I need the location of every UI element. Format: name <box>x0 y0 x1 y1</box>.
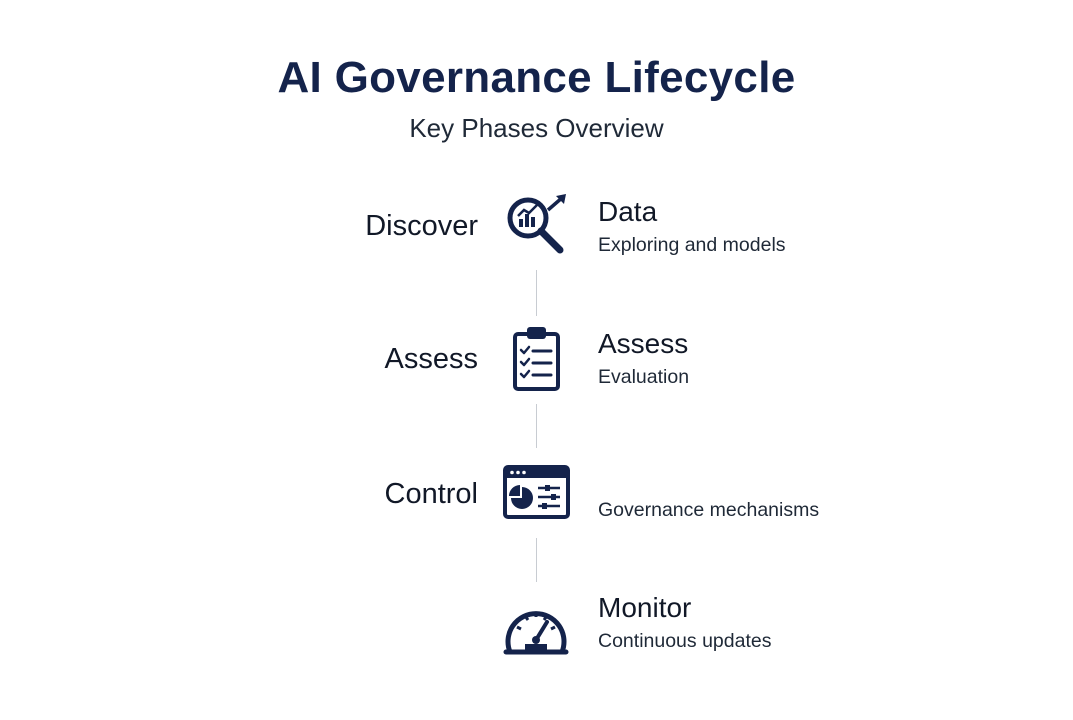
phase-desc-evaluation: Evaluation <box>598 366 690 388</box>
phase-desc-continuous-updates: Continuous updates <box>598 630 772 652</box>
phase-title-data: Data <box>598 196 658 227</box>
phase-left-label-assess: Assess <box>384 343 478 375</box>
clipboard-checklist-icon <box>500 323 572 395</box>
phase-title-monitor: Monitor <box>598 592 692 623</box>
connector-3 <box>536 538 537 582</box>
magnifier-chart-icon <box>500 190 572 262</box>
phase-desc-data: Exploring and models <box>598 234 786 256</box>
page-subtitle: Key Phases Overview <box>409 113 664 143</box>
speedometer-icon <box>500 592 572 664</box>
page-title: AI Governance Lifecycle <box>277 53 796 102</box>
phase-desc-governance-mechanisms: Governance mechanisms <box>598 499 820 521</box>
phase-left-label-discover: Discover <box>365 210 478 242</box>
connector-2 <box>536 404 537 448</box>
phase-title-assess: Assess <box>598 328 689 359</box>
control-panel-icon <box>500 458 572 530</box>
phase-left-label-control: Control <box>384 478 479 510</box>
connector-1 <box>536 270 537 316</box>
